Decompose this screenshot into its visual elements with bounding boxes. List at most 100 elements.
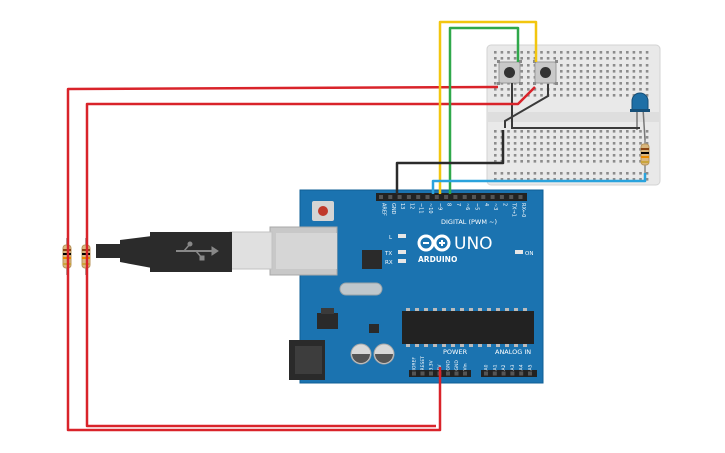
breadboard-hole[interactable]: [626, 172, 629, 175]
digital-header-pin[interactable]: [481, 195, 486, 199]
breadboard-hole[interactable]: [573, 130, 576, 133]
breadboard[interactable]: [486, 44, 661, 186]
breadboard-hole[interactable]: [606, 94, 609, 97]
breadboard-hole[interactable]: [494, 64, 497, 67]
breadboard-hole[interactable]: [645, 70, 649, 73]
power-header-pin[interactable]: [463, 371, 467, 376]
breadboard-hole[interactable]: [586, 94, 589, 97]
breadboard-hole[interactable]: [546, 51, 550, 54]
breadboard-hole[interactable]: [573, 136, 576, 139]
digital-header-pin[interactable]: [499, 195, 504, 199]
breadboard-hole[interactable]: [527, 88, 530, 91]
breadboard-hole[interactable]: [513, 142, 517, 145]
breadboard-hole[interactable]: [606, 136, 609, 139]
breadboard-hole[interactable]: [619, 142, 622, 145]
breadboard-hole[interactable]: [626, 51, 629, 54]
breadboard-hole[interactable]: [586, 178, 589, 181]
breadboard-hole[interactable]: [579, 130, 583, 133]
digital-header-pin[interactable]: [490, 195, 495, 199]
breadboard-hole[interactable]: [619, 130, 622, 133]
breadboard-hole[interactable]: [573, 76, 576, 79]
breadboard-hole[interactable]: [599, 136, 603, 139]
breadboard-hole[interactable]: [632, 70, 636, 73]
breadboard-hole[interactable]: [533, 130, 537, 133]
breadboard-hole[interactable]: [612, 88, 616, 91]
breadboard-hole[interactable]: [606, 51, 609, 54]
digital-header-pin[interactable]: [444, 195, 449, 199]
arduino-uno-board[interactable]: ARDUINO UNO DIGITAL (PWM ~) L TX RX ON: [269, 189, 544, 384]
breadboard-hole[interactable]: [494, 82, 497, 85]
breadboard-hole[interactable]: [626, 154, 629, 157]
power-header-pin[interactable]: [412, 371, 416, 376]
breadboard-hole[interactable]: [533, 172, 537, 175]
breadboard-hole[interactable]: [645, 76, 649, 79]
breadboard-hole[interactable]: [566, 154, 570, 157]
breadboard-hole[interactable]: [639, 57, 642, 60]
digital-header-pin[interactable]: [379, 195, 383, 199]
breadboard-hole[interactable]: [586, 130, 589, 133]
led-resistor[interactable]: [640, 138, 650, 173]
breadboard-hole[interactable]: [639, 82, 642, 85]
breadboard-hole[interactable]: [639, 70, 642, 73]
breadboard-hole[interactable]: [632, 136, 636, 139]
breadboard-hole[interactable]: [612, 94, 616, 97]
breadboard-hole[interactable]: [579, 76, 583, 79]
breadboard-hole[interactable]: [645, 130, 649, 133]
breadboard-hole[interactable]: [619, 148, 622, 151]
breadboard-hole[interactable]: [540, 172, 543, 175]
breadboard-hole[interactable]: [573, 64, 576, 67]
bb-wire-gray[interactable]: [511, 83, 640, 129]
breadboard-hole[interactable]: [500, 178, 504, 181]
breadboard-hole[interactable]: [566, 94, 570, 97]
breadboard-hole[interactable]: [513, 172, 517, 175]
breadboard-hole[interactable]: [632, 76, 636, 79]
breadboard-hole[interactable]: [566, 148, 570, 151]
breadboard-hole[interactable]: [553, 148, 556, 151]
breadboard-hole[interactable]: [560, 94, 563, 97]
breadboard-hole[interactable]: [527, 172, 530, 175]
breadboard-hole[interactable]: [586, 172, 589, 175]
breadboard-hole[interactable]: [546, 178, 550, 181]
breadboard-hole[interactable]: [494, 136, 497, 139]
breadboard-hole[interactable]: [566, 130, 570, 133]
breadboard-hole[interactable]: [546, 130, 550, 133]
breadboard-hole[interactable]: [626, 76, 629, 79]
breadboard-hole[interactable]: [599, 178, 603, 181]
breadboard-hole[interactable]: [606, 172, 609, 175]
breadboard-hole[interactable]: [513, 57, 517, 60]
breadboard-hole[interactable]: [599, 57, 603, 60]
breadboard-hole[interactable]: [612, 57, 616, 60]
breadboard-hole[interactable]: [606, 142, 609, 145]
breadboard-hole[interactable]: [619, 76, 622, 79]
breadboard-hole[interactable]: [626, 70, 629, 73]
breadboard-hole[interactable]: [533, 178, 537, 181]
wire-black[interactable]: [395, 130, 505, 194]
breadboard-hole[interactable]: [513, 88, 517, 91]
breadboard-hole[interactable]: [619, 51, 622, 54]
breadboard-hole[interactable]: [619, 136, 622, 139]
breadboard-hole[interactable]: [579, 57, 583, 60]
breadboard-hole[interactable]: [507, 51, 510, 54]
breadboard-hole[interactable]: [560, 178, 563, 181]
breadboard-hole[interactable]: [507, 94, 510, 97]
breadboard-hole[interactable]: [612, 154, 616, 157]
breadboard-hole[interactable]: [507, 136, 510, 139]
breadboard-hole[interactable]: [573, 142, 576, 145]
breadboard-hole[interactable]: [619, 70, 622, 73]
breadboard-hole[interactable]: [513, 154, 517, 157]
breadboard-hole[interactable]: [612, 142, 616, 145]
wire-red-outer[interactable]: [66, 85, 499, 432]
breadboard-hole[interactable]: [560, 64, 563, 67]
breadboard-hole[interactable]: [645, 172, 649, 175]
digital-header-pin[interactable]: [406, 195, 411, 199]
breadboard-hole[interactable]: [645, 64, 649, 67]
breadboard-hole[interactable]: [540, 57, 543, 60]
breadboard-hole[interactable]: [573, 172, 576, 175]
breadboard-hole[interactable]: [586, 88, 589, 91]
digital-header-pin[interactable]: [434, 195, 439, 199]
breadboard-hole[interactable]: [586, 51, 589, 54]
breadboard-hole[interactable]: [533, 148, 537, 151]
breadboard-hole[interactable]: [513, 136, 517, 139]
breadboard-hole[interactable]: [520, 64, 523, 67]
breadboard-hole[interactable]: [553, 130, 556, 133]
